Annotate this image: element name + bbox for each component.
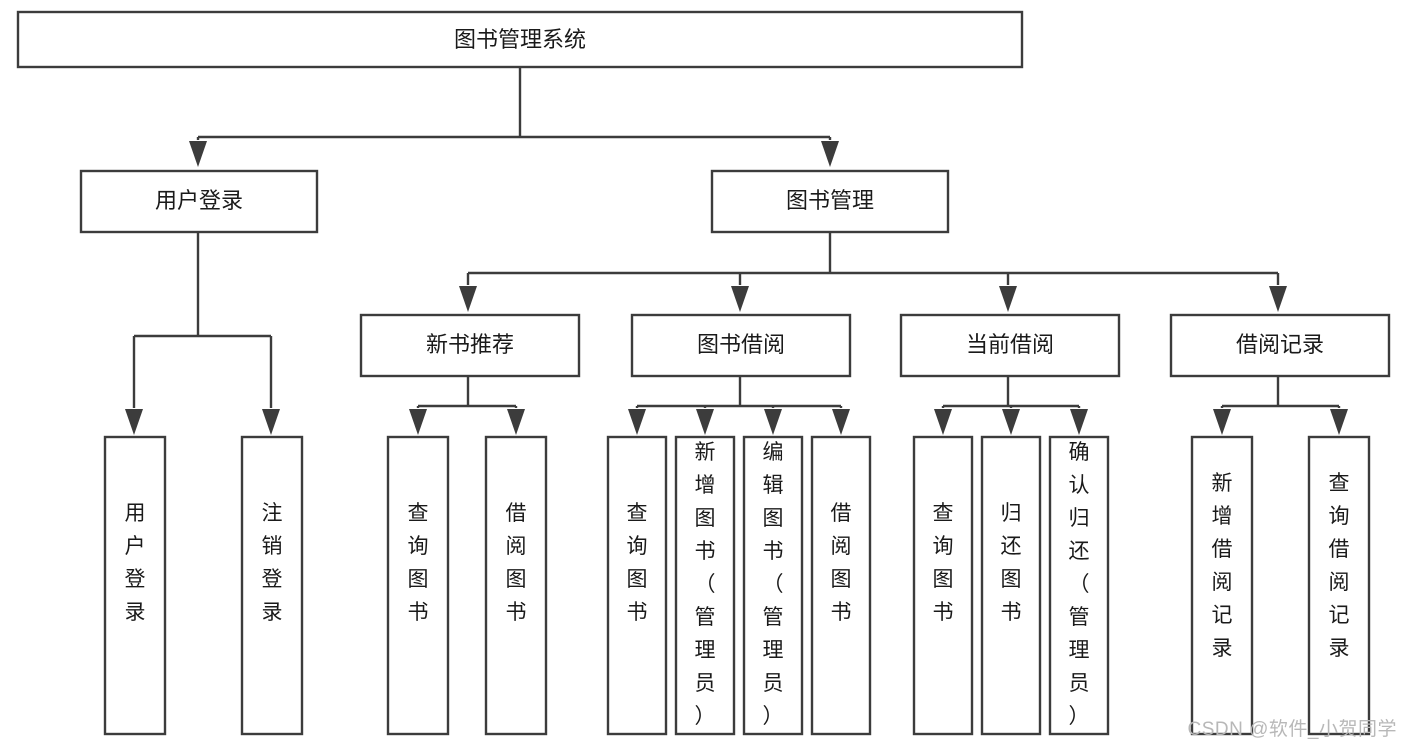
node-current-borrow-label: 当前借阅 xyxy=(966,332,1054,357)
arrow-icon-to-leaf-6 xyxy=(696,409,714,435)
node-root-label: 图书管理系统 xyxy=(454,27,586,52)
leaf-box-8[interactable] xyxy=(810,435,872,736)
node-new-book-label: 新书推荐 xyxy=(426,332,514,357)
connector-group-root xyxy=(189,67,839,167)
node-borrow-record-label: 借阅记录 xyxy=(1236,332,1324,357)
leaf-label-11: 确认归还（管理员） xyxy=(1069,441,1090,728)
connector-group-book-borrow xyxy=(628,377,850,435)
leaf-node[interactable]: 新增借阅记录 xyxy=(1190,435,1254,736)
leaf-node[interactable]: 查询图书 xyxy=(386,435,450,736)
node-book-manage[interactable]: 图书管理 xyxy=(710,169,950,234)
leaf-label-13: 查询借阅记录 xyxy=(1329,472,1350,660)
connector-group-book-manage xyxy=(459,233,1287,312)
arrow-icon-to-book-manage xyxy=(821,141,839,167)
node-book-manage-box[interactable] xyxy=(710,169,950,234)
connector-group-new-book xyxy=(409,377,525,435)
leaf-box-11[interactable] xyxy=(1048,435,1110,736)
arrow-icon-to-borrow-record xyxy=(1269,286,1287,312)
arrow-icon-to-leaf-13 xyxy=(1330,409,1348,435)
leaf-box-6[interactable] xyxy=(674,435,736,736)
arrow-icon-to-leaf-8 xyxy=(832,409,850,435)
leaf-label-4: 借阅图书 xyxy=(506,502,527,624)
leaf-box-4[interactable] xyxy=(484,435,548,736)
arrow-icon-to-book-borrow xyxy=(731,286,749,312)
connector-group-borrow-record xyxy=(1213,377,1348,435)
node-book-borrow-box[interactable] xyxy=(630,313,852,378)
leaf-box-13[interactable] xyxy=(1307,435,1371,736)
leaf-box-9[interactable] xyxy=(912,435,974,736)
leaf-box-7[interactable] xyxy=(742,435,804,736)
leaf-node[interactable]: 借阅图书 xyxy=(810,435,872,736)
leaf-label-8: 借阅图书 xyxy=(831,502,852,624)
arrow-icon-to-new-book xyxy=(459,286,477,312)
leaf-node[interactable]: 查询借阅记录 xyxy=(1307,435,1371,736)
arrow-icon-to-leaf-4 xyxy=(507,409,525,435)
arrow-icon-to-leaf-11 xyxy=(1070,409,1088,435)
arrow-icon-to-leaf-9 xyxy=(934,409,952,435)
leaf-label-3: 查询图书 xyxy=(408,502,429,624)
leaf-box-3[interactable] xyxy=(386,435,450,736)
arrow-icon-to-leaf-1 xyxy=(125,409,143,435)
node-current-borrow[interactable]: 当前借阅 xyxy=(899,313,1121,378)
arrow-icon-to-leaf-12 xyxy=(1213,409,1231,435)
leaf-label-12: 新增借阅记录 xyxy=(1212,472,1233,660)
connector-group-user-login xyxy=(125,233,280,435)
leaf-node[interactable]: 编辑图书（管理员） xyxy=(742,435,804,736)
leaf-label-2: 注销登录 xyxy=(262,502,283,624)
leaf-label-5: 查询图书 xyxy=(627,502,648,624)
leaf-box-5[interactable] xyxy=(606,435,668,736)
arrow-icon-to-leaf-7 xyxy=(764,409,782,435)
leaf-label-9: 查询图书 xyxy=(933,502,954,624)
node-user-login[interactable]: 用户登录 xyxy=(79,169,319,234)
leaf-label-10: 归还图书 xyxy=(1001,502,1022,624)
leaf-box-1[interactable] xyxy=(103,435,167,736)
leaf-box-12[interactable] xyxy=(1190,435,1254,736)
leaf-node[interactable]: 确认归还（管理员） xyxy=(1048,435,1110,736)
node-borrow-record-box[interactable] xyxy=(1169,313,1391,378)
leaf-node[interactable]: 借阅图书 xyxy=(484,435,548,736)
node-new-book-box[interactable] xyxy=(359,313,581,378)
connector-group-current-borrow xyxy=(934,377,1088,435)
node-user-login-label: 用户登录 xyxy=(155,188,243,213)
node-book-manage-label: 图书管理 xyxy=(786,188,874,213)
arrow-icon-to-current-borrow xyxy=(999,286,1017,312)
leaf-label-7: 编辑图书（管理员） xyxy=(763,441,784,728)
node-root-box[interactable] xyxy=(16,10,1024,69)
leaf-node[interactable]: 查询图书 xyxy=(912,435,974,736)
leaf-node[interactable]: 查询图书 xyxy=(606,435,668,736)
arrow-icon-to-user-login xyxy=(189,141,207,167)
node-new-book[interactable]: 新书推荐 xyxy=(359,313,581,378)
arrow-icon-to-leaf-3 xyxy=(409,409,427,435)
leaf-label-6: 新增图书（管理员） xyxy=(695,441,716,728)
leaf-node[interactable]: 用户登录 xyxy=(103,435,167,736)
leaf-node[interactable]: 注销登录 xyxy=(240,435,304,736)
arrow-icon-to-leaf-10 xyxy=(1002,409,1020,435)
arrow-icon-to-leaf-2 xyxy=(262,409,280,435)
leaf-box-10[interactable] xyxy=(980,435,1042,736)
leaf-label-1: 用户登录 xyxy=(125,502,146,624)
node-borrow-record[interactable]: 借阅记录 xyxy=(1169,313,1391,378)
node-book-borrow[interactable]: 图书借阅 xyxy=(630,313,852,378)
arrow-icon-to-leaf-5 xyxy=(628,409,646,435)
node-user-login-box[interactable] xyxy=(79,169,319,234)
node-current-borrow-box[interactable] xyxy=(899,313,1121,378)
node-book-borrow-label: 图书借阅 xyxy=(697,332,785,357)
node-root[interactable]: 图书管理系统 xyxy=(16,10,1024,69)
leaf-box-2[interactable] xyxy=(240,435,304,736)
leaf-node[interactable]: 归还图书 xyxy=(980,435,1042,736)
leaf-node[interactable]: 新增图书（管理员） xyxy=(674,435,736,736)
